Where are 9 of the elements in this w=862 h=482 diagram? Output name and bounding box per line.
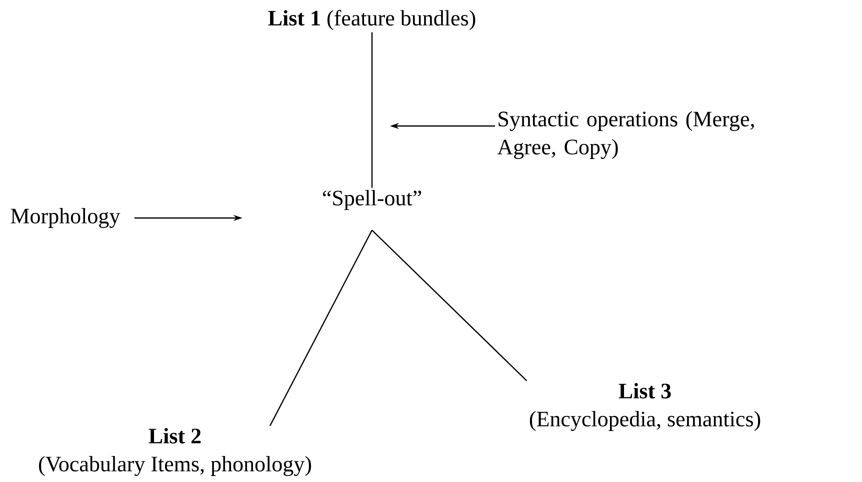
connecting-line — [269, 230, 373, 426]
connecting-line — [372, 230, 528, 382]
connecting-line — [371, 32, 373, 188]
text-label: List 3 (Encyclopedia, semantics) — [530, 383, 760, 431]
text-label: Morphology — [10, 208, 120, 228]
text-label: Syntactic operations (Merge, Agree, Copy) — [497, 111, 754, 159]
text-label: List 2 (Vocabulary Items, phonology) — [39, 428, 312, 476]
text-label: List 1 (feature bundles) — [268, 10, 476, 30]
text-label: “Spell-out” — [322, 190, 422, 210]
